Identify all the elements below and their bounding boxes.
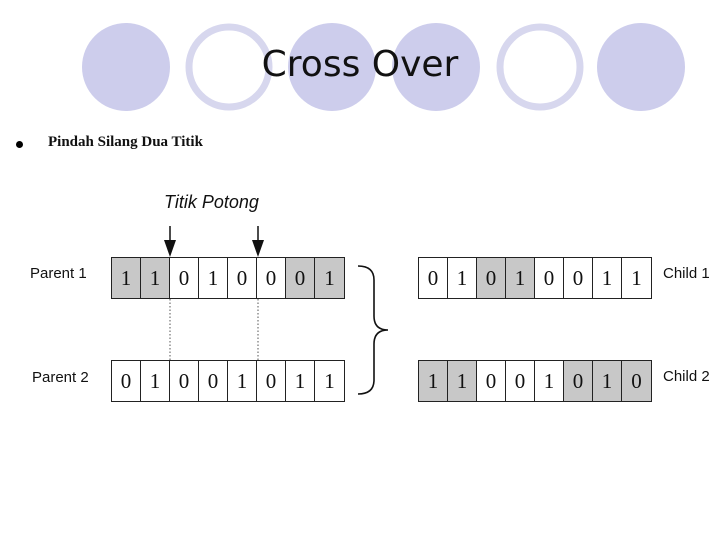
decor-circle xyxy=(496,23,584,111)
bit-cell: 1 xyxy=(112,258,141,298)
decorative-circles xyxy=(82,23,685,111)
decor-circle xyxy=(392,23,480,111)
bit-cell: 0 xyxy=(535,258,564,298)
cut-point-label: Titik Potong xyxy=(164,192,259,212)
child-2-label: Child 2 xyxy=(663,368,710,385)
bit-cell: 0 xyxy=(257,258,286,298)
bit-cell: 1 xyxy=(141,258,170,298)
decor-circle xyxy=(82,23,170,111)
bit-cell: 1 xyxy=(228,361,257,401)
bit-cell: 0 xyxy=(257,361,286,401)
bit-cell: 1 xyxy=(324,368,335,393)
brace-icon xyxy=(357,265,389,395)
parent-2-label: Parent 2 xyxy=(32,369,89,386)
bit-cell: 0 xyxy=(564,361,593,401)
bit-cell: 1 xyxy=(419,361,448,401)
bit-cell: 0 xyxy=(477,361,506,401)
bit-cell: 1 xyxy=(315,258,344,298)
bit-cell: 0 xyxy=(477,258,506,298)
bit-cell: 0 xyxy=(170,361,199,401)
bit-cell: 0 xyxy=(228,258,257,298)
bit-cell: 1 xyxy=(448,258,477,298)
bit-cell: 1 xyxy=(593,361,622,401)
bit-cell: 1 xyxy=(141,361,170,401)
child-1-label: Child 1 xyxy=(663,265,710,282)
decor-circle xyxy=(288,23,376,111)
bit-cell: 1 xyxy=(631,265,642,290)
bit-cell: 1 xyxy=(535,361,564,401)
cut-arrow-2-head xyxy=(252,240,264,257)
bullet-text: Pindah Silang Dua Titik xyxy=(48,134,203,150)
bit-cell: 0 xyxy=(286,258,315,298)
bit-cell: 0 xyxy=(564,258,593,298)
bit-cell: 1 xyxy=(286,361,315,401)
bullet-icon xyxy=(16,141,23,148)
bit-cell: 0 xyxy=(506,361,535,401)
bit-cell: 1 xyxy=(448,361,477,401)
decor-circle xyxy=(597,23,685,111)
decor-circle xyxy=(185,23,273,111)
bit-cell: 1 xyxy=(593,258,622,298)
bit-cell: 0 xyxy=(112,361,141,401)
bit-cell: 0 xyxy=(199,361,228,401)
cut-arrow-1-head xyxy=(164,240,176,257)
bit-cell: 0 xyxy=(170,258,199,298)
bit-cell: 0 xyxy=(622,361,651,401)
bit-cell: 1 xyxy=(199,258,228,298)
bit-cell: 0 xyxy=(419,258,448,298)
parent-1-label: Parent 1 xyxy=(30,265,87,282)
bit-cell: 1 xyxy=(506,258,535,298)
page-title: Cross Over xyxy=(261,44,459,85)
